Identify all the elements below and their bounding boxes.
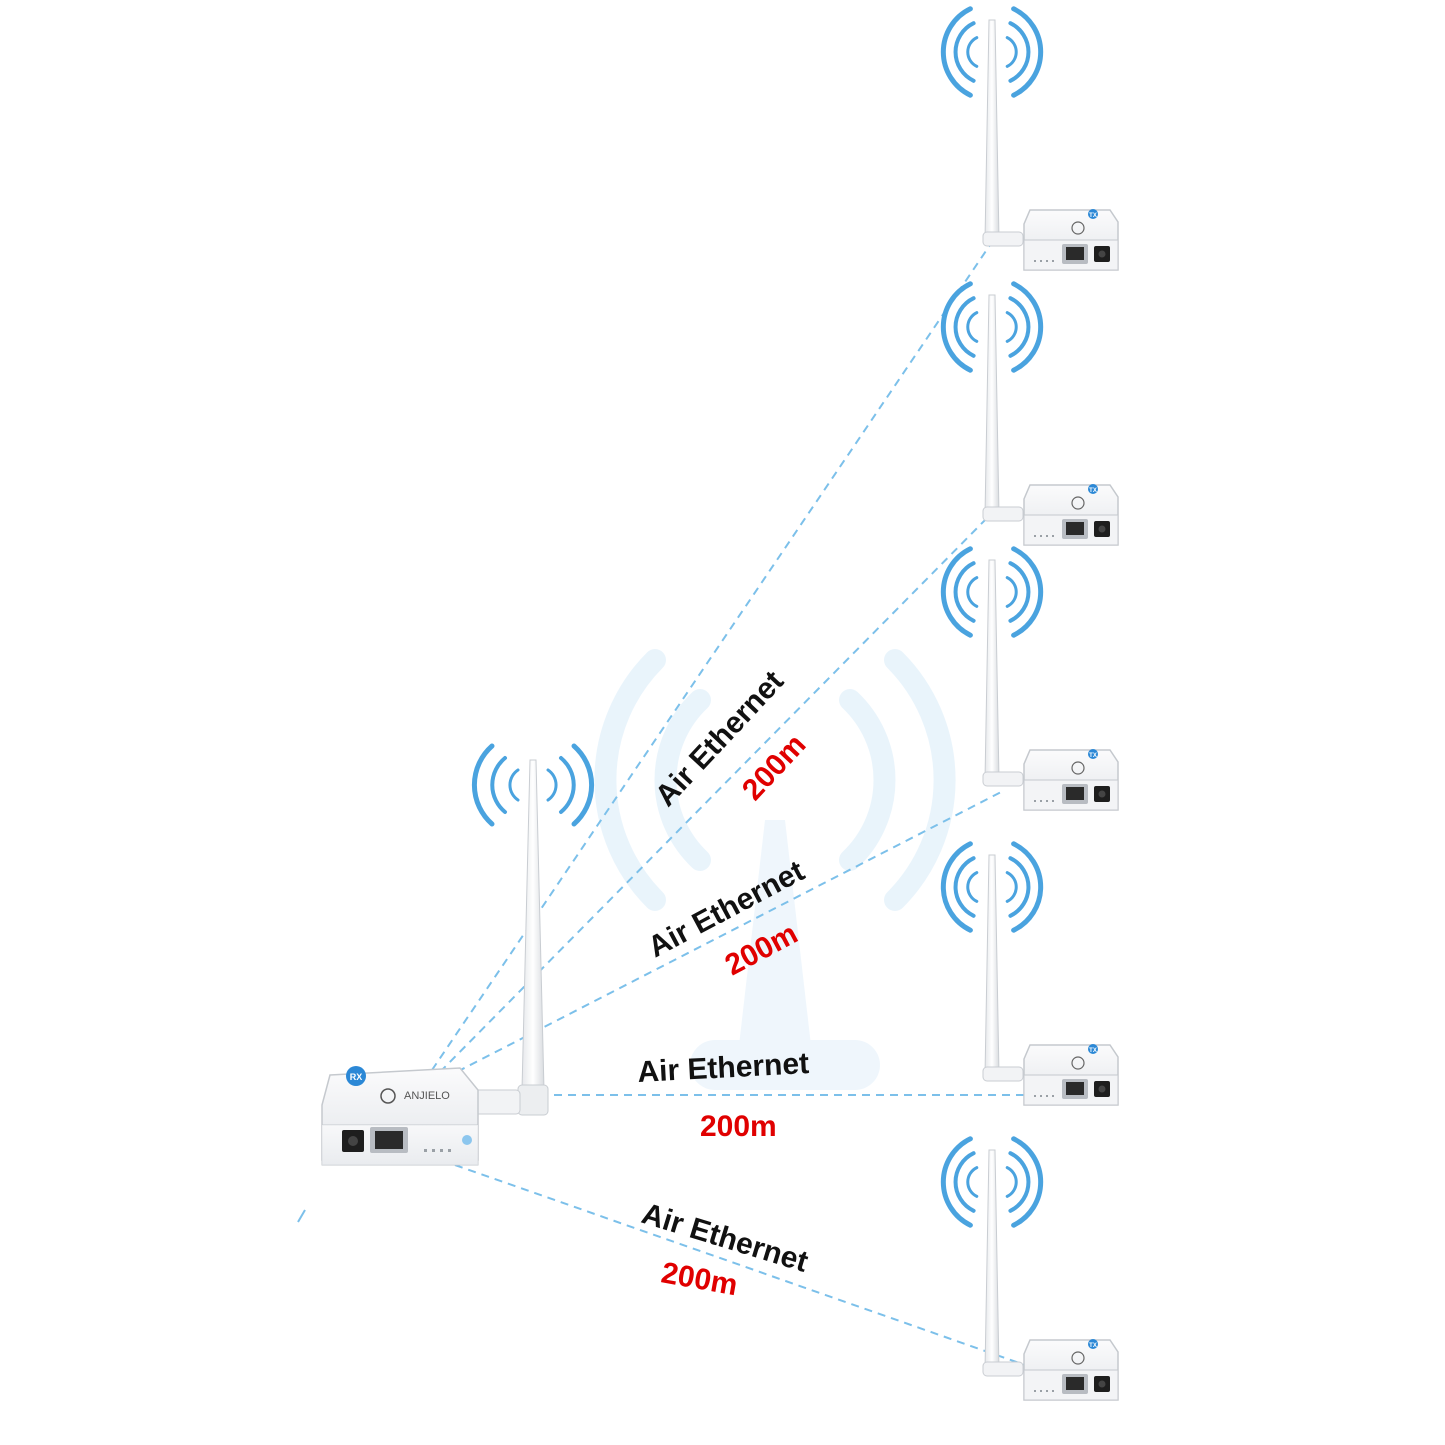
status-leds	[424, 1149, 451, 1152]
link-line-1	[431, 244, 991, 1071]
link-line-2	[439, 514, 991, 1073]
antenna-icon	[982, 294, 1024, 522]
ethernet-port-icon	[370, 1127, 408, 1153]
ethernet-port-icon	[1062, 244, 1088, 264]
remote-badge: TX	[1089, 488, 1097, 494]
power-jack-icon	[1094, 786, 1110, 802]
wifi-waves-icon	[940, 1136, 1044, 1228]
antenna-icon	[469, 759, 549, 1116]
ethernet-port-icon	[1062, 784, 1088, 804]
status-leds	[1034, 535, 1054, 537]
power-jack-icon	[1094, 1376, 1110, 1392]
remote-device-1: TX	[940, 6, 1119, 271]
wifi-waves-icon	[471, 743, 595, 827]
power-jack-icon	[1094, 521, 1110, 537]
brand-logo-icon	[1071, 1056, 1085, 1070]
ethernet-port-icon	[1062, 1079, 1088, 1099]
hub-device: RX ANJIELO	[321, 743, 595, 1166]
remote-badge: TX	[1089, 1343, 1097, 1349]
ethernet-port-icon	[1062, 1374, 1088, 1394]
brand-logo-icon	[1071, 496, 1085, 510]
wifi-waves-icon	[940, 6, 1044, 98]
ethernet-port-icon	[1062, 519, 1088, 539]
wifi-waves-icon	[940, 281, 1044, 373]
power-jack-icon	[342, 1130, 364, 1152]
hub-badge: RX	[350, 1072, 363, 1082]
remote-devices: TX TX TX TX TX	[940, 6, 1119, 1401]
power-jack-icon	[1094, 246, 1110, 262]
brand-logo-icon	[1071, 1351, 1085, 1365]
remote-badge: TX	[1089, 213, 1097, 219]
remote-device-2: TX	[940, 281, 1119, 546]
link-line-5	[454, 1164, 1026, 1366]
status-leds	[1034, 260, 1054, 262]
remote-device-3: TX	[940, 546, 1119, 811]
link-distance-1: 200m	[736, 728, 812, 807]
brand-logo-icon	[1071, 221, 1085, 235]
brand-logo: ANJIELO	[380, 1088, 450, 1104]
brand-logo-icon	[1071, 761, 1085, 775]
badge	[346, 1066, 366, 1086]
background-tower-watermark	[594, 649, 956, 1090]
remote-device-5: TX	[940, 1136, 1119, 1401]
status-leds	[1034, 800, 1054, 802]
link-line-stub	[297, 1209, 306, 1223]
power-jack-icon	[1094, 1081, 1110, 1097]
antenna-icon	[982, 1149, 1024, 1377]
wifi-waves-icon	[940, 841, 1044, 933]
antenna-icon	[982, 854, 1024, 1082]
remote-device-4: TX	[940, 841, 1119, 1106]
remote-badge: TX	[1089, 1048, 1097, 1054]
link-distance-4: 200m	[659, 1256, 740, 1302]
hub-brand: ANJIELO	[404, 1090, 450, 1102]
wifi-waves-icon	[940, 546, 1044, 638]
status-leds	[1034, 1390, 1054, 1392]
antenna-icon	[982, 19, 1024, 247]
link-distance-3: 200m	[700, 1110, 777, 1143]
remote-badge: TX	[1089, 753, 1097, 759]
status-leds	[1034, 1095, 1054, 1097]
antenna-icon	[982, 559, 1024, 787]
